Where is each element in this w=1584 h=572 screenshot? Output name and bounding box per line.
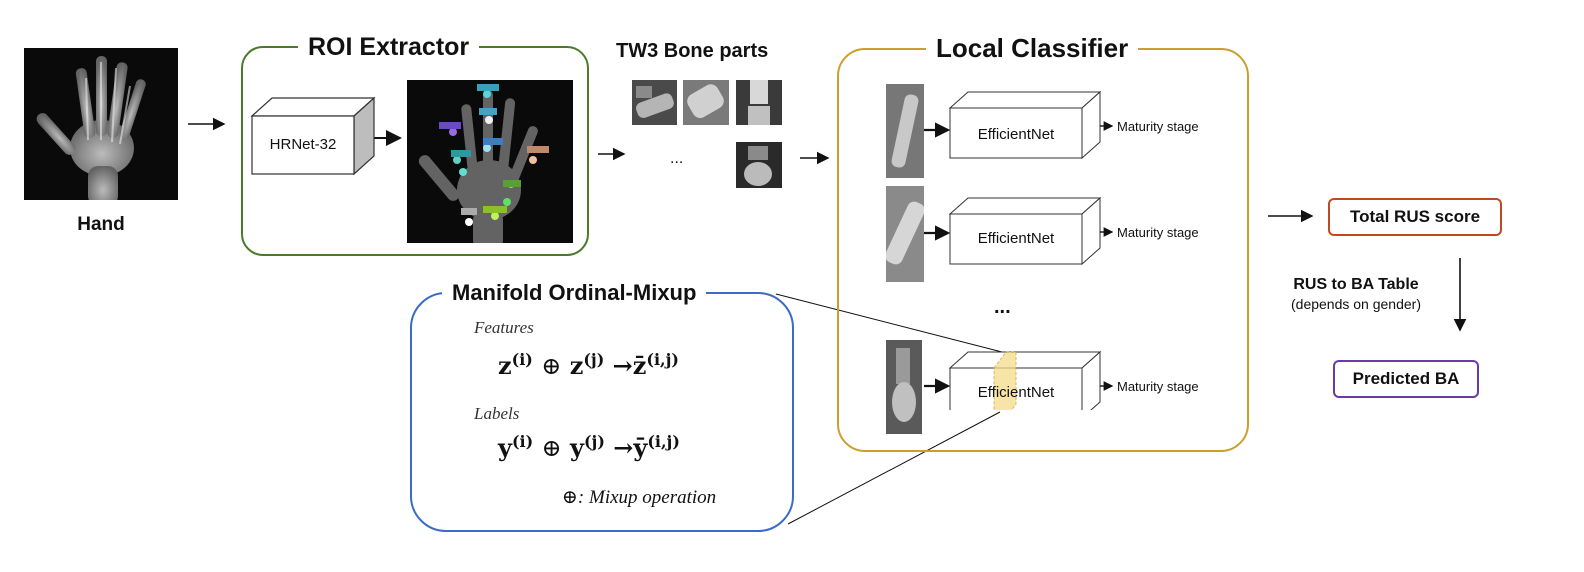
lab-b-sup: (j) xyxy=(583,432,605,451)
feat-a-sup: (i) xyxy=(511,350,533,369)
classifier-input-1-drawing xyxy=(891,94,919,168)
bone-parts-ellipsis: ... xyxy=(670,150,684,167)
rus-to-ba-table-label: RUS to BA Table (depends on gender) xyxy=(1262,276,1450,312)
lab-c: ȳ xyxy=(633,433,648,462)
bone-patch-1 xyxy=(632,80,677,125)
mixup-features-label: Features xyxy=(474,318,534,337)
hand-drawing xyxy=(36,56,146,200)
feat-b-sup: (j) xyxy=(583,350,605,369)
hrnet-label: HRNet-32 xyxy=(269,136,337,153)
lab-a: y xyxy=(498,433,512,462)
keypoints-drawing xyxy=(418,84,549,243)
efficientnet-block-2 xyxy=(948,196,1102,266)
feat-b: z xyxy=(569,351,584,380)
bone-parts-title: TW3 Bone parts xyxy=(616,40,769,62)
classifier-input-2-drawing xyxy=(886,201,924,265)
mixup-link-bottom xyxy=(787,411,1001,525)
rus-table-line-2: (depends on gender) xyxy=(1291,296,1421,312)
maturity-stage-3: Maturity stage xyxy=(1117,379,1199,394)
feat-op: ⊕ xyxy=(541,352,562,380)
bone-patch-4-drawing xyxy=(744,146,772,186)
classifier-input-1 xyxy=(886,84,924,178)
classifier-input-3 xyxy=(886,340,922,434)
total-rus-score-box: Total RUS score xyxy=(1328,198,1502,236)
hand-xray-image xyxy=(24,48,178,200)
local-classifier-title: Local Classifier xyxy=(926,33,1139,64)
bone-patch-3-drawing xyxy=(748,80,770,125)
mixup-legend-text: : Mixup operation xyxy=(577,487,717,508)
lab-a-sup: (i) xyxy=(511,432,534,451)
mixup-legend-symbol: ⊕ xyxy=(562,487,578,508)
feat-c: z̄ xyxy=(632,351,647,380)
mixup-labels-label: Labels xyxy=(474,404,520,423)
bone-patch-4 xyxy=(736,142,782,188)
mixup-features-equation: z(i) ⊕ z(j) →z̄(i,j) xyxy=(498,350,679,380)
efficientnet-label-3: EfficientNet xyxy=(977,384,1055,401)
mixup-highlight-slice xyxy=(993,351,1017,410)
mixup-legend: ⊕: Mixup operation xyxy=(562,486,716,509)
feat-a: z xyxy=(498,351,512,380)
roi-extractor-title: ROI Extractor xyxy=(298,33,480,62)
efficientnet-label-2: EfficientNet xyxy=(977,230,1055,247)
feat-arrow: → xyxy=(612,351,633,380)
bone-patch-3 xyxy=(736,80,782,125)
predicted-ba-box: Predicted BA xyxy=(1333,360,1479,398)
mixup-labels-equation: y(i) ⊕ y(j) →ȳ(i,j) xyxy=(498,432,680,462)
feat-c-sup: (i,j) xyxy=(646,350,679,369)
bone-patch-2 xyxy=(683,80,729,125)
efficientnet-block-3 xyxy=(948,350,1102,410)
lab-b: y xyxy=(570,433,584,462)
keypoints-xray-image xyxy=(407,80,573,243)
bone-patch-2-drawing xyxy=(687,84,724,118)
classifier-ellipsis: ... xyxy=(994,296,1011,318)
classifier-blocks xyxy=(924,90,1114,410)
rus-table-line-1: RUS to BA Table xyxy=(1293,276,1419,293)
efficientnet-block-1 xyxy=(948,90,1102,160)
bone-patch-1-drawing xyxy=(636,86,674,118)
maturity-stage-2: Maturity stage xyxy=(1117,225,1199,240)
mixup-title: Manifold Ordinal-Mixup xyxy=(442,280,707,306)
lab-c-sup: (i,j) xyxy=(647,432,680,451)
lab-arrow: → xyxy=(613,433,634,462)
efficientnet-label-1: EfficientNet xyxy=(977,126,1055,143)
classifier-input-3-drawing xyxy=(892,348,916,422)
hrnet-block xyxy=(250,96,376,176)
classifier-input-2 xyxy=(886,186,924,282)
hand-label: Hand xyxy=(77,214,125,235)
maturity-stage-1: Maturity stage xyxy=(1117,119,1199,134)
lab-op: ⊕ xyxy=(541,434,562,462)
mixup-link-top xyxy=(775,293,1003,353)
